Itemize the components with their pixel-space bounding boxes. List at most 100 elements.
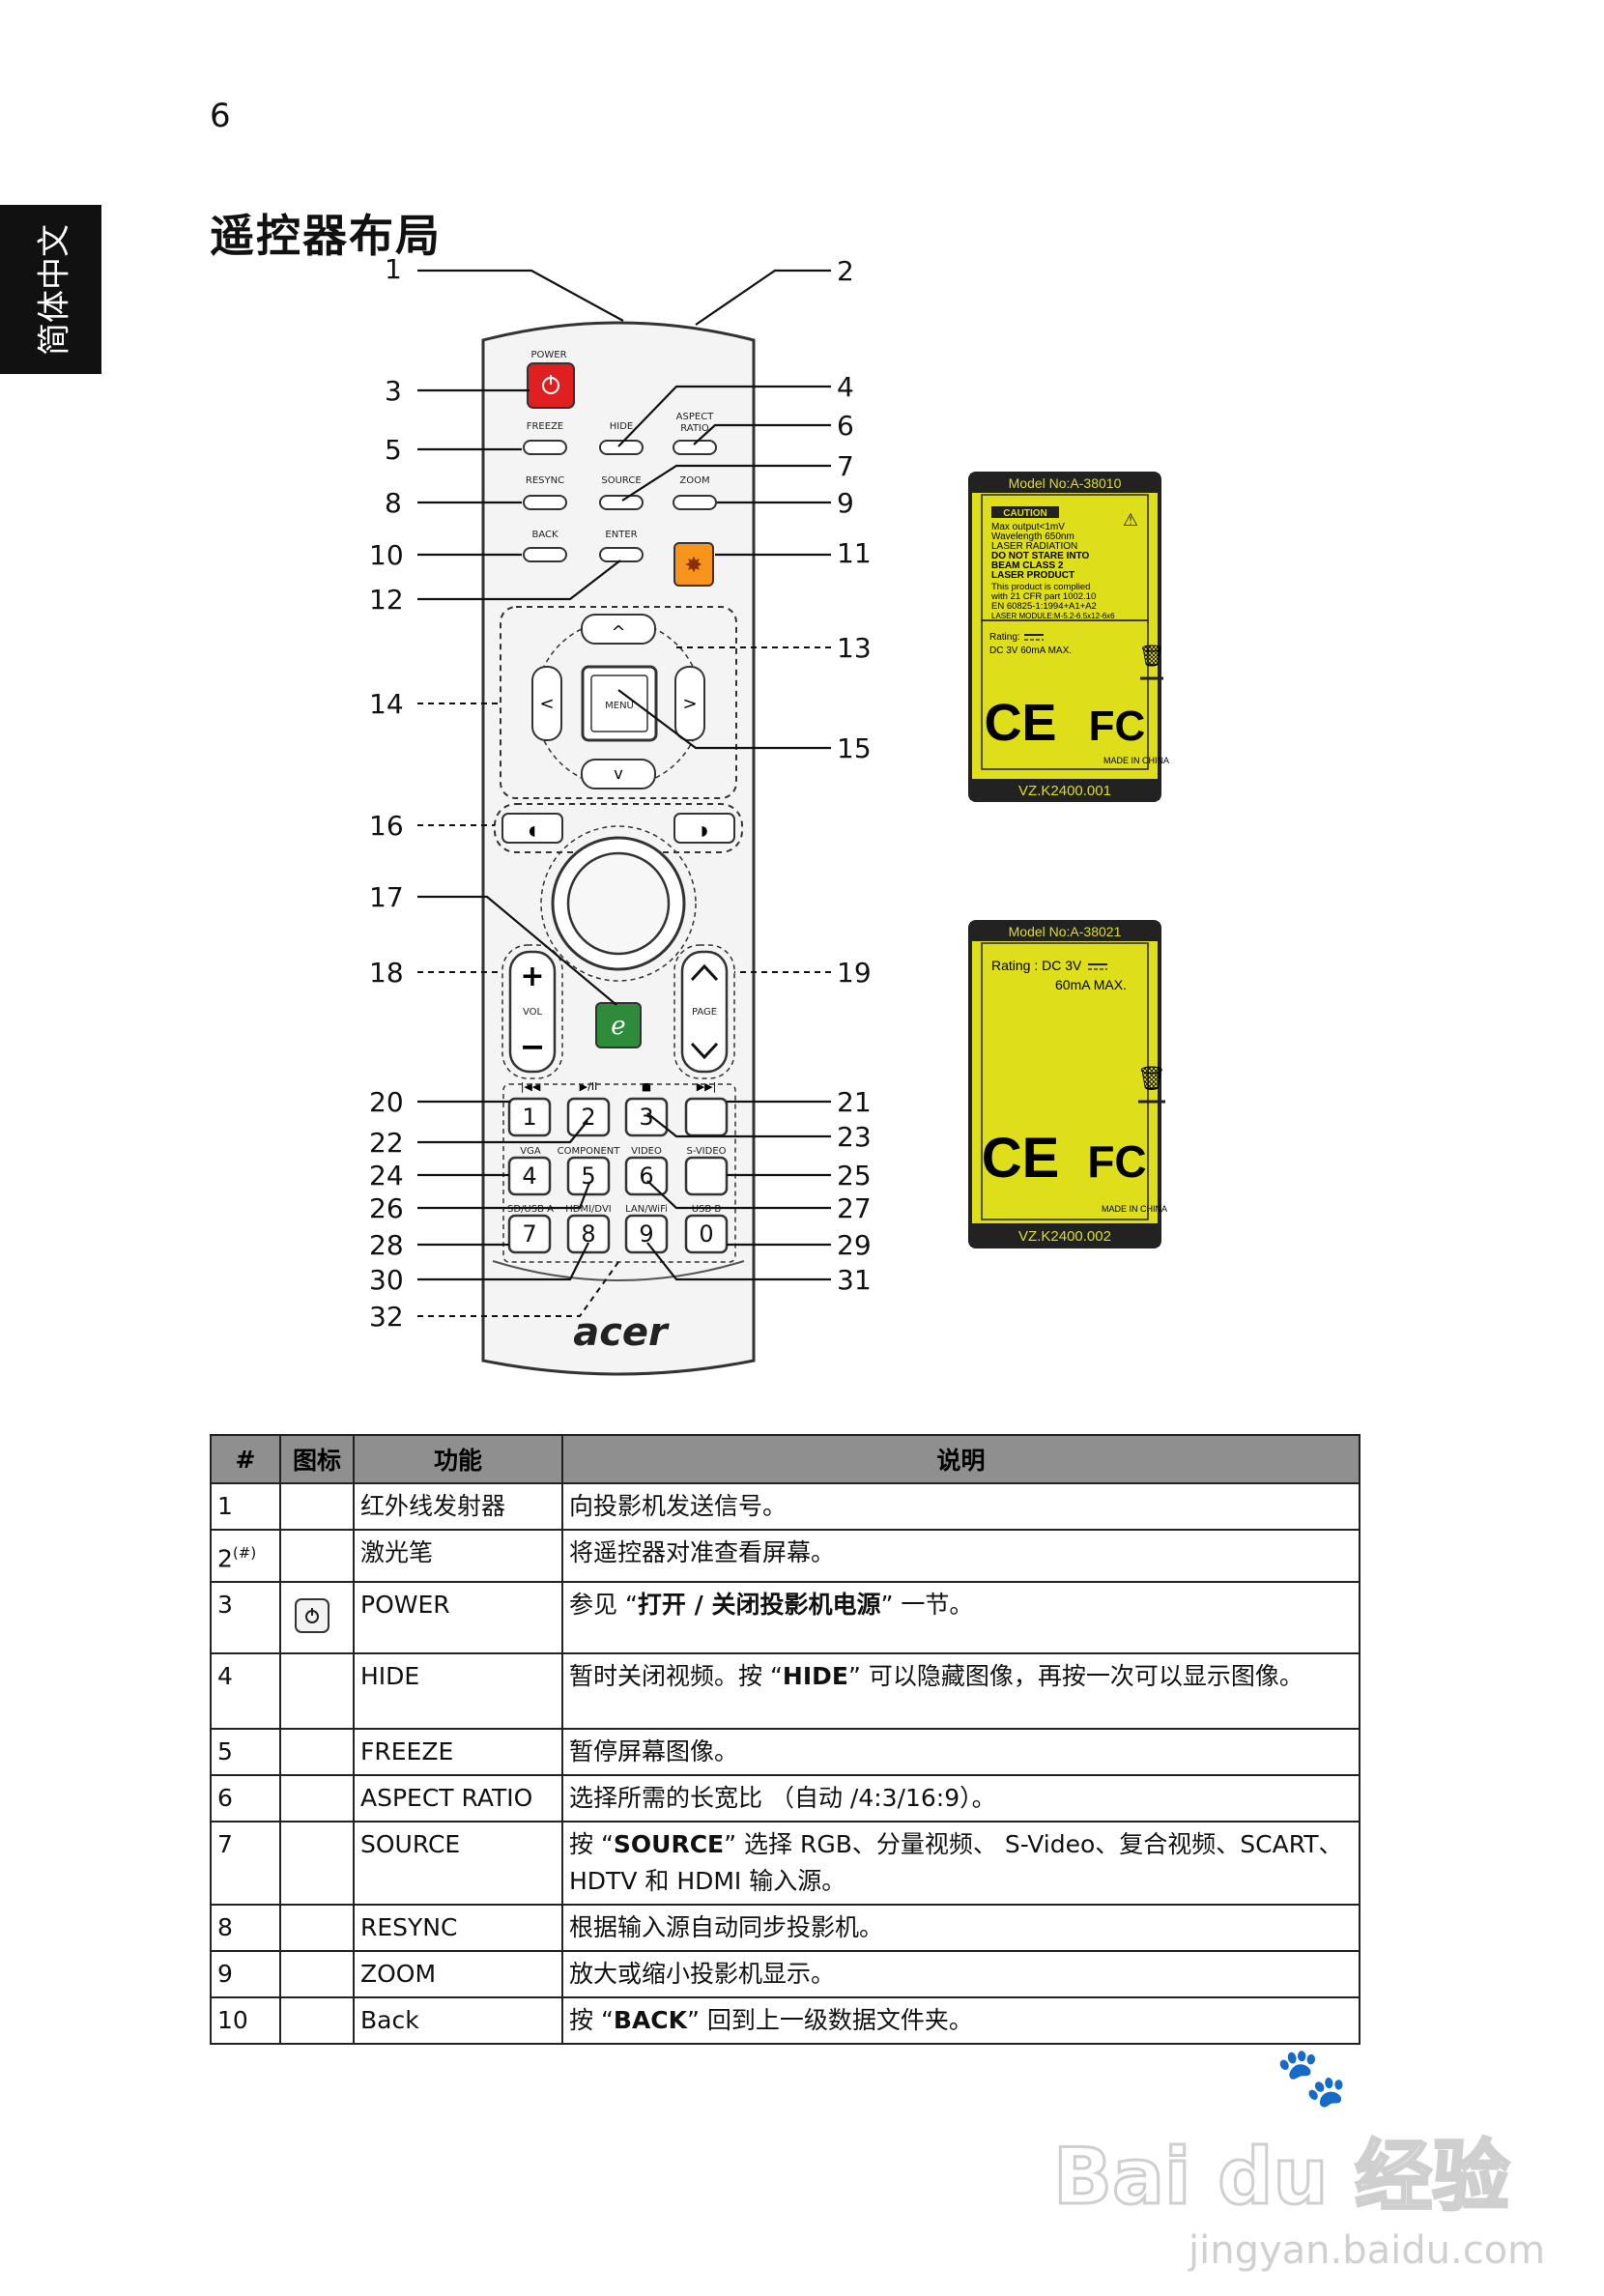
svg-text:28: 28: [369, 1229, 404, 1261]
usbb-label: USB B: [692, 1204, 722, 1215]
back-label: BACK: [531, 530, 559, 540]
recycle-bin-icon: 🗑: [1138, 644, 1165, 668]
key-9[interactable]: [624, 1214, 669, 1254]
cell-description: 根据输入源自动同步投影机。: [561, 1904, 1361, 1953]
page-rocker[interactable]: [680, 950, 729, 1074]
key-7[interactable]: [507, 1214, 552, 1254]
cell-num: 7: [210, 1821, 281, 1907]
laser-button[interactable]: [673, 542, 714, 587]
laser-caution-label: Model No:A-38010 CAUTION ⚠ Max output<1m…: [968, 472, 1169, 802]
remote-diagram: POWER FREEZE HIDE ASPECT RATIO RESYNC SO…: [369, 253, 1169, 1376]
nav-left-button[interactable]: [531, 666, 562, 741]
ce-mark-icon-2: CE: [982, 1127, 1060, 1190]
source-button[interactable]: [599, 495, 644, 510]
enter-button[interactable]: [599, 547, 644, 562]
mouse-right-button[interactable]: [673, 813, 735, 844]
svg-text:13: 13: [837, 632, 872, 664]
svg-text:10: 10: [369, 539, 404, 571]
lan-label: LAN/WiFi: [625, 1204, 668, 1215]
aspect-ratio-button[interactable]: [673, 440, 717, 455]
freeze-button[interactable]: [523, 440, 567, 455]
component-label: COMPONENT: [558, 1146, 621, 1157]
stop-icon: ■: [642, 1080, 651, 1093]
plus-icon: +: [520, 960, 544, 993]
fcc-mark-icon-2: FC: [1087, 1136, 1146, 1187]
svg-text:1: 1: [522, 1104, 536, 1131]
cell-icon: [279, 1528, 355, 1584]
svg-text:12: 12: [369, 584, 404, 616]
nav-down-button[interactable]: [581, 759, 656, 789]
key-6[interactable]: [624, 1156, 669, 1196]
hdmi-label: HDMI/DVI: [565, 1204, 611, 1215]
nav-right-button[interactable]: [674, 666, 705, 741]
svg-text:22: 22: [369, 1127, 404, 1159]
baidu-watermark: 🐾 Bai du 经验 jingyan.baidu.com: [1053, 2049, 1545, 2273]
svg-text:6: 6: [837, 410, 854, 442]
cell-description: 按 “SOURCE” 选择 RGB、分量视频、 S-Video、复合视频、SCA…: [561, 1821, 1361, 1907]
svg-text:Bai du 经验: Bai du 经验: [1053, 2132, 1509, 2222]
svg-text:5: 5: [385, 434, 402, 466]
minus-icon: −: [520, 1028, 546, 1065]
cell-function: POWER: [353, 1581, 563, 1655]
cell-description: 暂停屏幕图像。: [561, 1728, 1361, 1777]
svg-text:LASER RADIATION: LASER RADIATION: [991, 541, 1077, 552]
cell-icon: [279, 1652, 355, 1731]
cell-icon: [279, 1950, 355, 1999]
key-0[interactable]: [684, 1214, 729, 1254]
cell-num: 1: [210, 1482, 281, 1531]
key-3[interactable]: [624, 1097, 669, 1137]
cell-description: 将遥控器对准查看屏幕。: [561, 1528, 1361, 1584]
key-1[interactable]: [507, 1097, 552, 1137]
svg-text:CAUTION: CAUTION: [1003, 508, 1047, 519]
cell-description: 暂时关闭视频。按 “HIDE” 可以隐藏图像，再按一次可以显示图像。: [561, 1652, 1361, 1731]
resync-button[interactable]: [523, 495, 567, 510]
cell-num: 10: [210, 1996, 281, 2046]
key-blank-mid[interactable]: [684, 1156, 729, 1196]
video-label: VIDEO: [631, 1146, 662, 1157]
power-button[interactable]: [527, 362, 575, 409]
cell-icon: [279, 1581, 355, 1655]
back-button[interactable]: [523, 547, 567, 562]
svg-text:25: 25: [837, 1160, 872, 1191]
cell-num: 2(#): [210, 1528, 281, 1584]
cell-num: 8: [210, 1904, 281, 1953]
cell-description: 选择所需的长宽比 （自动 /4:3/16:9）。: [561, 1774, 1361, 1823]
svg-text:LASER PRODUCT: LASER PRODUCT: [991, 570, 1074, 581]
key-5[interactable]: [566, 1156, 611, 1196]
key-8[interactable]: [566, 1214, 611, 1254]
svg-text:Max output<1mV: Max output<1mV: [991, 522, 1065, 532]
laser-icon: ✸: [685, 554, 702, 578]
svg-text:27: 27: [837, 1192, 872, 1224]
chevron-right-icon: >: [682, 694, 697, 714]
trackball[interactable]: [566, 851, 671, 956]
cell-num: 6: [210, 1774, 281, 1823]
header-icon: 图标: [279, 1434, 355, 1484]
rating-label: Model No:A-38021 Rating : DC 3V 60mA MAX…: [968, 920, 1167, 1248]
menu-button[interactable]: [581, 665, 658, 742]
freeze-label: FREEZE: [527, 421, 564, 432]
key-blank-top[interactable]: [684, 1097, 729, 1137]
nav-up-button[interactable]: [581, 614, 656, 645]
svg-text:Model No:A-38021: Model No:A-38021: [1009, 924, 1122, 939]
e-key-button[interactable]: [595, 1002, 642, 1048]
table-header-row: # 图标 功能 说明: [210, 1434, 1361, 1484]
cell-icon: [279, 1482, 355, 1531]
svg-text:9: 9: [639, 1220, 653, 1248]
zoom-button[interactable]: [673, 495, 717, 510]
cell-icon: [279, 1904, 355, 1953]
mouse-left-button[interactable]: [501, 813, 563, 844]
keypad-outline: [502, 1083, 736, 1263]
vol-rocker[interactable]: [508, 950, 557, 1074]
prev-track-icon: |◀◀: [521, 1080, 541, 1093]
svg-text:Model No:A-38010: Model No:A-38010: [1009, 475, 1122, 491]
hide-button[interactable]: [599, 440, 644, 455]
cell-function: FREEZE: [353, 1728, 563, 1777]
svg-text:jingyan.baidu.com: jingyan.baidu.com: [1188, 2228, 1545, 2273]
svg-text:Wavelength 650nm: Wavelength 650nm: [991, 531, 1074, 542]
svg-text:60mA MAX.: 60mA MAX.: [1055, 977, 1127, 992]
menu-label: MENU: [605, 701, 634, 711]
key-2[interactable]: [566, 1097, 611, 1137]
